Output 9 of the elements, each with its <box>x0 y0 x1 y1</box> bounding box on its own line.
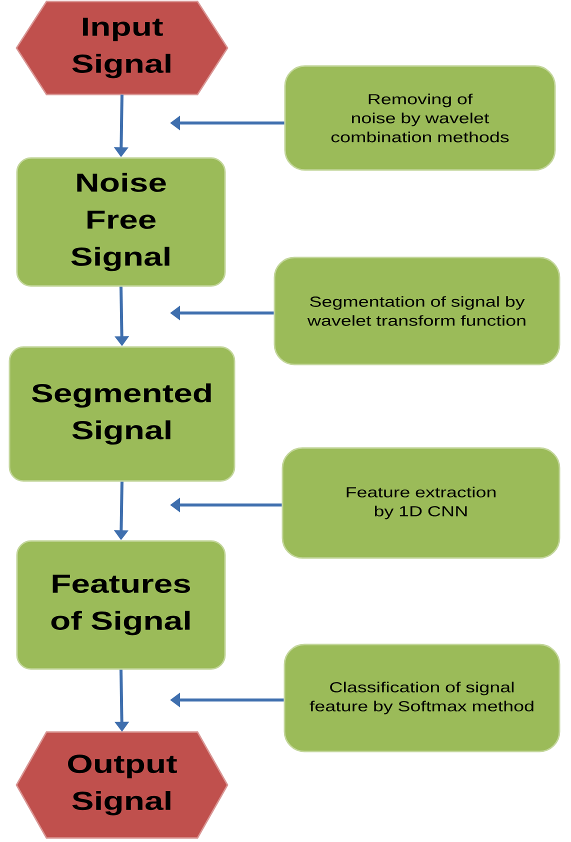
process-box: Segmented Signal <box>8 346 236 482</box>
process-box: Features of Signal <box>16 540 226 670</box>
note-box: Segmentation of signal by wavelet transform function <box>274 256 560 366</box>
note-box: Classification of signal feature by Softmax method <box>284 644 560 752</box>
note-box: Removing of noise by wavelet combination methods <box>284 65 556 171</box>
hexagon-node: Input Signal <box>16 0 228 96</box>
process-box: Noise Free Signal <box>16 157 226 287</box>
hexagon-node: Output Signal <box>16 731 228 839</box>
note-box: Feature extraction by 1D CNN <box>282 447 560 559</box>
